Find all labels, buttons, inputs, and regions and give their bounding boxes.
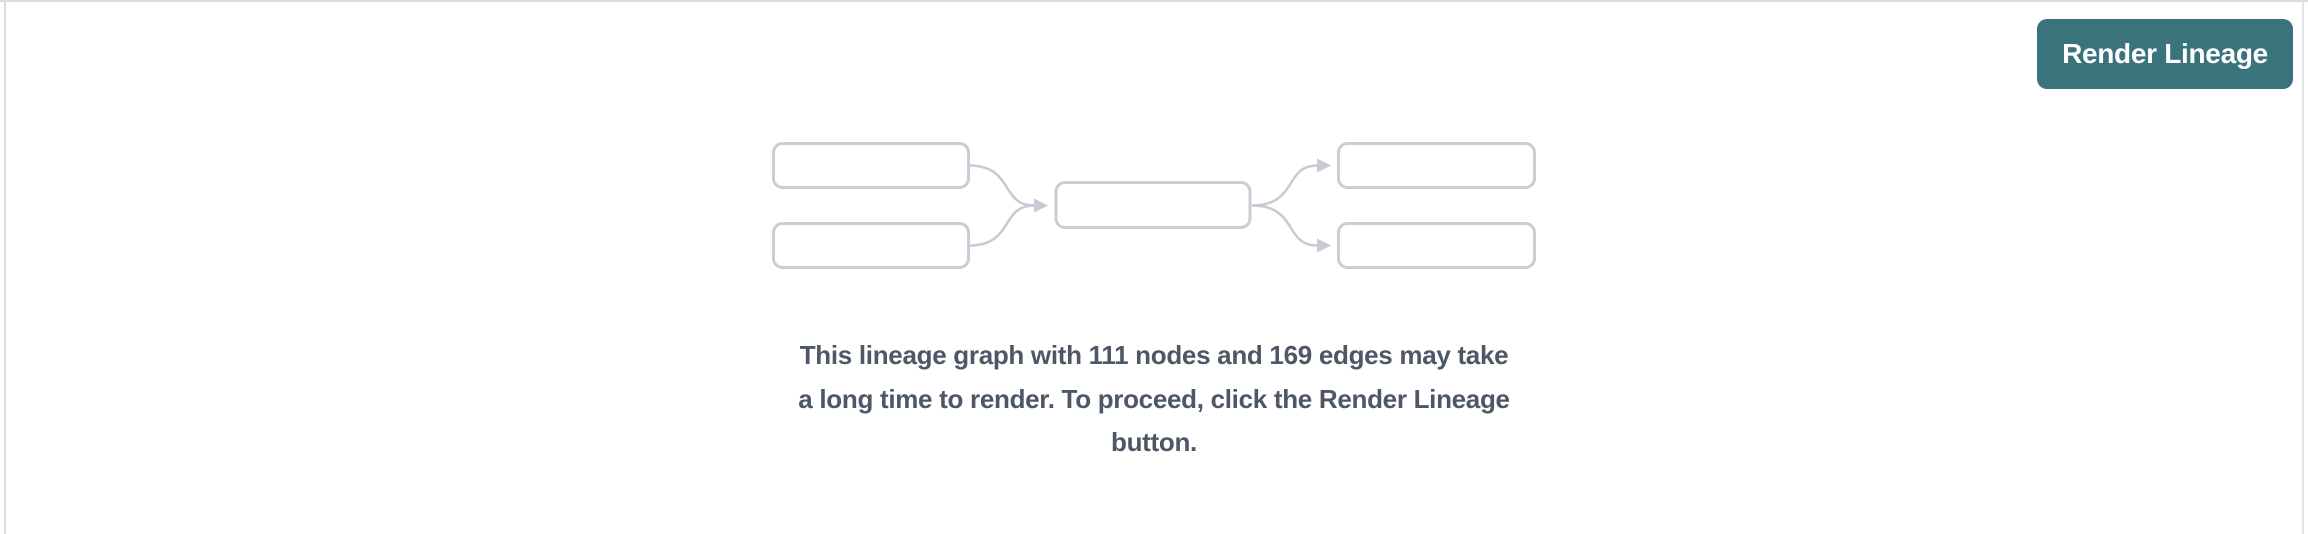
- message-line: a long time to render. To proceed, click…: [798, 383, 1510, 414]
- render-lineage-button[interactable]: Render Lineage: [2037, 19, 2293, 89]
- edge-middle-to-right-bottom: [1251, 204, 1318, 247]
- arrowhead-icon: [1317, 238, 1331, 253]
- lineage-warning-message: This lineage graph with 111 nodes and 16…: [0, 334, 2308, 465]
- edge-middle-to-right-top: [1251, 164, 1318, 207]
- lineage-placeholder-diagram: [772, 142, 1536, 269]
- message-line: This lineage graph with 111 nodes and 16…: [799, 340, 1509, 370]
- message-line: button.: [1111, 427, 1197, 457]
- placeholder-node-middle: [1054, 181, 1252, 229]
- edge-left-bottom-to-middle: [968, 204, 1035, 247]
- arrowhead-icon: [1034, 198, 1048, 213]
- placeholder-node-left-top: [772, 142, 970, 189]
- placeholder-node-right-top: [1337, 142, 1536, 189]
- panel-right-border: [2302, 2, 2304, 534]
- placeholder-node-right-bottom: [1337, 222, 1536, 269]
- panel-left-border: [4, 2, 6, 534]
- arrowhead-icon: [1317, 158, 1331, 173]
- edge-left-top-to-middle: [968, 164, 1035, 207]
- placeholder-node-left-bottom: [772, 222, 970, 269]
